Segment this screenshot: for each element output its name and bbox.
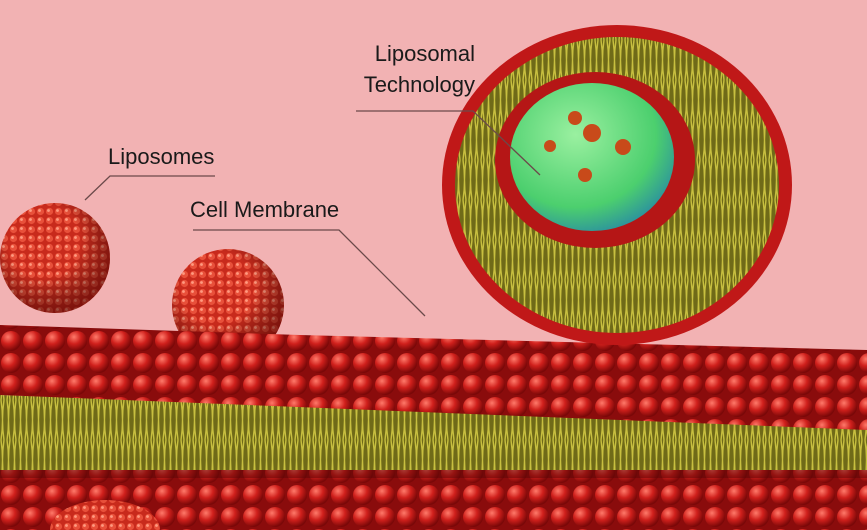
cell-membrane-bilayer	[0, 325, 867, 530]
cell-membrane-leader-line	[193, 229, 426, 317]
liposomal-technology-label-line1: Liposomal	[374, 41, 475, 66]
liposome-cross-section	[442, 25, 792, 345]
liposome-sphere-left	[0, 203, 110, 313]
liposome-sphere-bottom	[50, 500, 160, 530]
liposomal-technology-label: Liposomal Technology	[364, 38, 475, 100]
cell-membrane-label: Cell Membrane	[190, 197, 340, 222]
liposomes-leader-line	[84, 175, 215, 201]
liposomal-technology-leader-line	[356, 110, 541, 176]
liposomal-technology-label-line2: Technology	[363, 72, 475, 97]
liposomes-label: Liposomes	[108, 144, 215, 169]
